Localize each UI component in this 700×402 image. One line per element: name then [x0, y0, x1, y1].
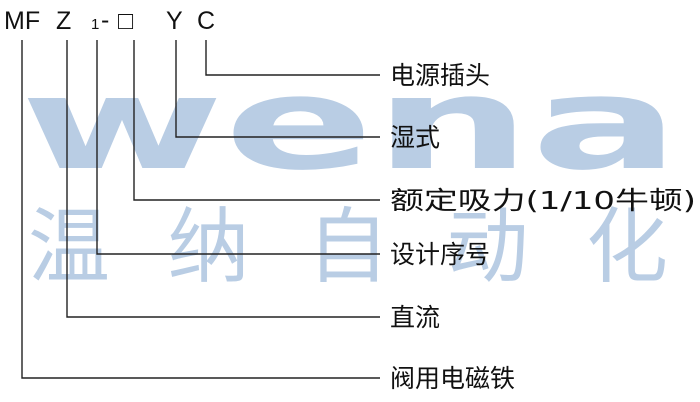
- labels: 电源插头 湿式 额定吸力(1/10牛顿) 设计序号 直流 阀用电磁铁: [390, 61, 696, 393]
- code-box: □: [118, 7, 134, 35]
- code-y: Y: [166, 7, 183, 35]
- watermark: wena 温纳自动化: [20, 50, 680, 295]
- label-rated-force: 额定吸力(1/10牛顿): [390, 186, 696, 215]
- code-1: 1: [91, 16, 99, 33]
- label-valve-solenoid: 阀用电磁铁: [390, 364, 515, 393]
- model-code: MF Z 1 - □ Y C: [4, 6, 215, 35]
- label-wet-type: 湿式: [390, 123, 440, 152]
- leader-valve: [21, 40, 380, 379]
- code-c: C: [197, 7, 215, 35]
- label-design-number: 设计序号: [390, 240, 490, 269]
- watermark-logo: wena: [20, 50, 680, 199]
- leader-design-no: [96, 40, 380, 255]
- code-z: Z: [56, 7, 71, 35]
- label-dc: 直流: [390, 303, 440, 332]
- code-dash: -: [101, 6, 109, 34]
- leader-force: [133, 40, 380, 201]
- label-power-plug: 电源插头: [390, 61, 490, 90]
- code-mf: MF: [4, 7, 40, 35]
- leader-lines: [21, 40, 380, 379]
- leader-wet: [175, 40, 380, 138]
- leader-plug: [205, 40, 380, 76]
- leader-dc: [66, 40, 380, 318]
